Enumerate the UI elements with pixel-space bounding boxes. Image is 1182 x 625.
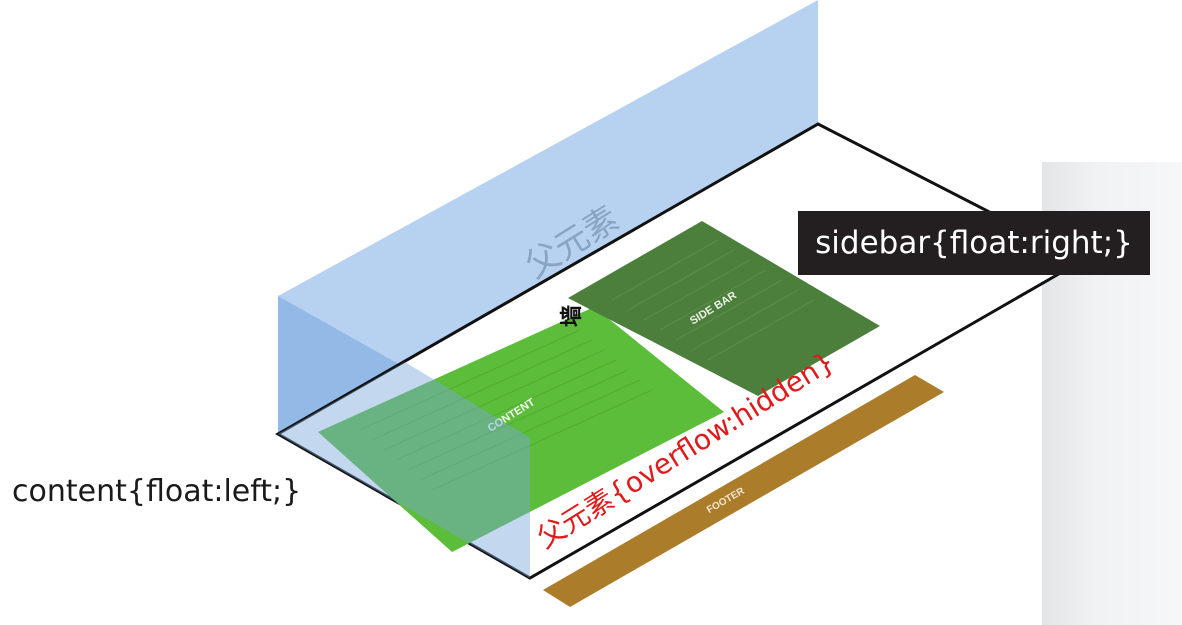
sidebar-css-label: sidebar{float:right;} [798,211,1150,275]
parent-wall-front-overlay [278,362,530,578]
sidebar-box: SIDE BAR [568,221,880,396]
wall-char: 墙 [560,305,585,327]
sidebar-css-text: sidebar{float:right;} [815,225,1133,261]
content-css-label: content{float:left;} [12,474,302,509]
content-box: CONTENT [318,307,724,552]
parent-wall-back [278,0,818,434]
